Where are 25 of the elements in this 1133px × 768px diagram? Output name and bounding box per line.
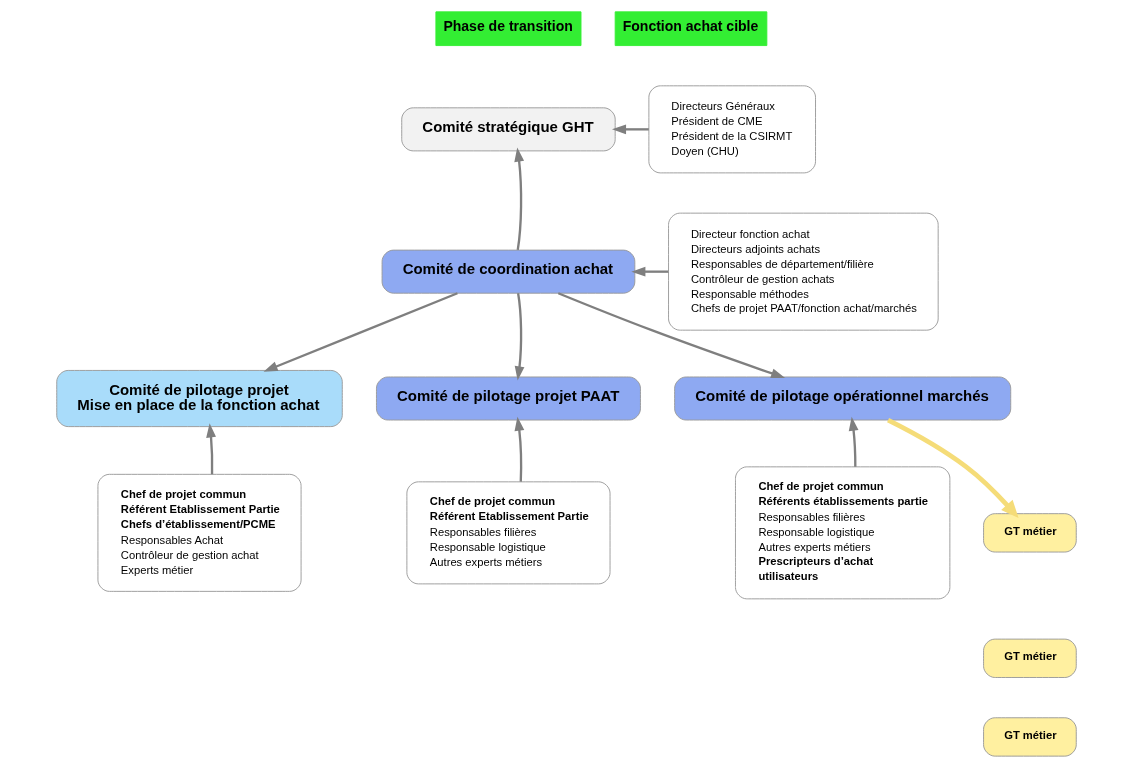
node-box: GT métier — [983, 638, 1077, 678]
node-box: Comité de coordination achat — [381, 249, 636, 294]
arrow — [514, 416, 525, 482]
node-box: Chef de projet commun Référent Etablissement Partie Responsables filières Responsable logistique Autres experts métiers — [406, 481, 611, 585]
arrow — [612, 124, 649, 135]
arrow — [514, 147, 525, 251]
node-box: Chef de projet commun Référent Etablissement Partie Chefs d’établissement/PCME Responsables Achat Contrôleur de gestion achat Experts métier — [97, 473, 302, 592]
arrow — [263, 292, 458, 372]
node-box: Chef de projet commun Référents établissements partie Responsables filières Responsable logistique Autres experts métiers Prescripteurs d’achat utilisateurs — [735, 466, 951, 600]
arrow — [206, 423, 216, 475]
label: Phase de transition — [443, 18, 573, 35]
label: Fonction achat cible — [622, 18, 759, 35]
arrow — [514, 293, 525, 381]
node-box: Comité de pilotage projet PAAT — [375, 376, 641, 421]
arrow — [887, 418, 1019, 518]
node-box: Comité de pilotage projet Mise en place de la fonction achat — [56, 369, 343, 428]
arrow — [631, 266, 669, 277]
node-box: GT métier — [983, 717, 1077, 757]
node-box: GT métier — [983, 513, 1077, 553]
arrow — [557, 292, 786, 379]
node-box: Directeurs Généraux Président de CME Président de la CSIRMT Doyen (CHU) — [648, 85, 816, 174]
arrow — [848, 416, 859, 467]
node-box: Directeur fonction achat Directeurs adjoints achats Responsables de département/filière Contrôleur de gestion achats Responsable méthodes Chefs de projet PAAT/fonction achat/marchés — [668, 212, 939, 331]
node-box: Comité stratégique GHT — [401, 107, 616, 152]
node-box: Comité de pilotage opérationnel marchés — [674, 376, 1012, 421]
